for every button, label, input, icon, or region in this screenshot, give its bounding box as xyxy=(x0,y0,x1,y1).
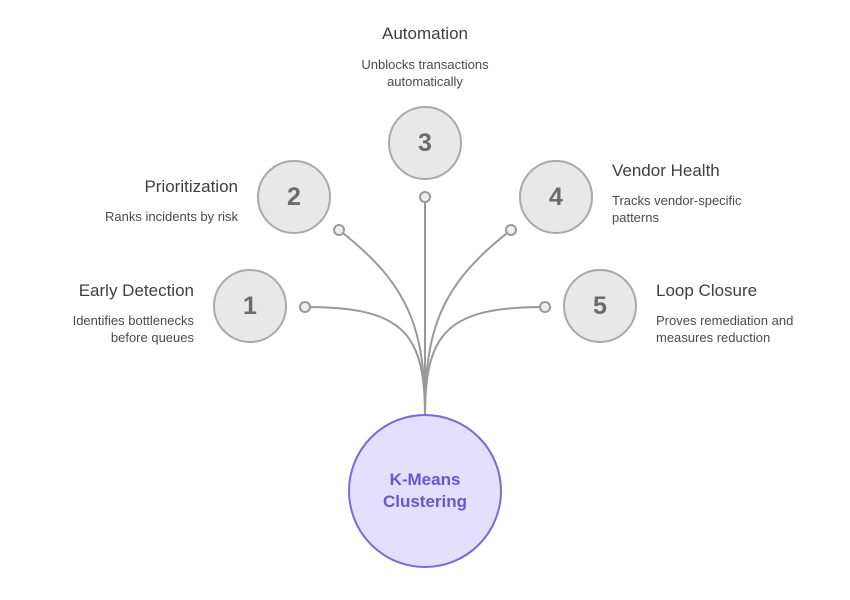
connector-2 xyxy=(338,229,426,416)
connector-4-endpoint xyxy=(505,224,517,236)
step-1-description: Identifies bottlenecks before queues xyxy=(73,312,194,346)
hub-k-means-clustering: K-Means Clustering xyxy=(348,414,502,568)
step-3-description-line: Unblocks transactions xyxy=(361,57,489,72)
step-3-description: Unblocks transactions automatically xyxy=(325,56,525,90)
step-2-description: Ranks incidents by risk xyxy=(105,208,238,225)
step-4-description: Tracks vendor-specific patterns xyxy=(612,192,742,226)
step-4-description-line: Tracks vendor-specific xyxy=(612,193,742,208)
step-5-number: 5 xyxy=(593,291,607,320)
step-3-title: Automation xyxy=(382,24,468,43)
step-2-number-circle: 2 xyxy=(257,160,331,234)
step-1-description-line: Identifies bottlenecks xyxy=(72,313,194,328)
hub-label-line-1: K-Means xyxy=(389,470,461,489)
step-5-description-line: Proves remediation and xyxy=(656,313,794,328)
step-1-description-line: before queues xyxy=(110,330,194,345)
hub-label-line-2: Clustering xyxy=(382,492,468,511)
step-3-number: 3 xyxy=(418,128,432,157)
step-4-number: 4 xyxy=(549,182,563,211)
step-3-description-line: automatically xyxy=(387,74,463,89)
connector-4 xyxy=(424,229,512,416)
step-2-title: Prioritization xyxy=(144,177,238,196)
connector-3-endpoint xyxy=(419,191,431,203)
step-2-number: 2 xyxy=(287,182,301,211)
connector-5 xyxy=(424,306,546,416)
step-5-number-circle: 5 xyxy=(563,269,637,343)
step-1-number-circle: 1 xyxy=(213,269,287,343)
step-4-title: Vendor Health xyxy=(612,161,720,180)
connector-1-endpoint xyxy=(299,301,311,313)
connector-1 xyxy=(304,306,426,416)
step-2-description-line: Ranks incidents by risk xyxy=(105,209,238,224)
step-5-description: Proves remediation and measures reductio… xyxy=(656,312,793,346)
step-5-description-line: measures reduction xyxy=(656,330,771,345)
step-1-title: Early Detection xyxy=(78,281,194,300)
step-4-description-line: patterns xyxy=(612,210,659,225)
connector-2-endpoint xyxy=(333,224,345,236)
step-3-number-circle: 3 xyxy=(388,106,462,180)
step-4-number-circle: 4 xyxy=(519,160,593,234)
connector-5-endpoint xyxy=(539,301,551,313)
step-5-title: Loop Closure xyxy=(656,281,758,300)
step-1-number: 1 xyxy=(243,291,257,320)
